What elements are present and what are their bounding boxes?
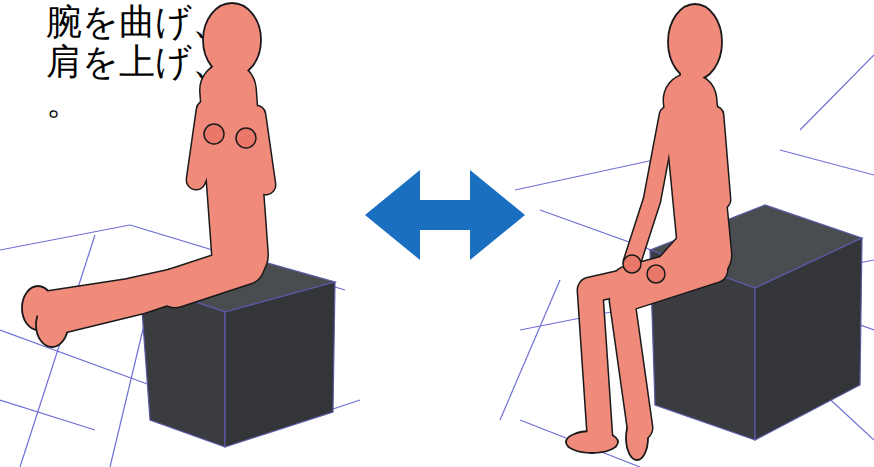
mannequin-figure [22,3,266,347]
caption-text: 腕を曲げ、 [46,2,228,42]
caption-text: 。 [46,82,82,122]
mannequin-figure [566,4,722,460]
caption-text: 肩を上げ、 [46,42,228,82]
double-arrow [365,170,525,260]
box-seat [140,258,335,447]
floor-grid [0,55,874,467]
